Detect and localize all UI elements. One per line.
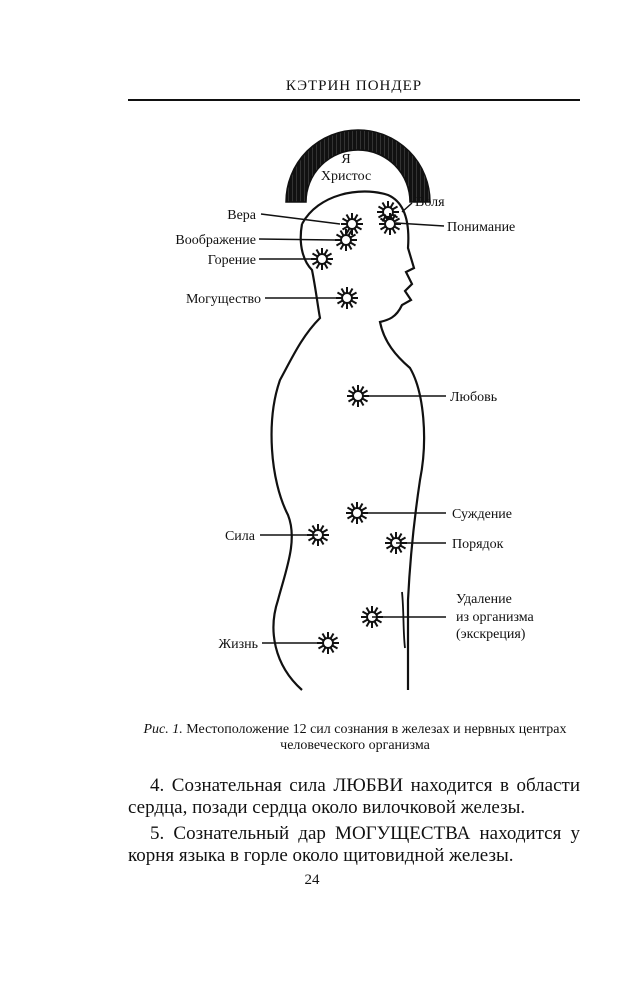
label-udalenie-line-1: Удаление <box>456 592 512 607</box>
leader-volya <box>401 202 413 213</box>
caption-text: Местоположение 12 сил сознания в железах… <box>186 722 567 753</box>
label-voobrazhenie: Воображение <box>175 233 256 248</box>
body-silhouette <box>301 190 426 690</box>
label-volya: Воля <box>415 195 445 210</box>
halo-text-line-2: Христос <box>321 169 371 184</box>
chakra-star-lyubov <box>347 385 369 407</box>
body-diagram: Я Христос Вера Воображение Горение Могущ… <box>175 129 535 691</box>
label-suzhdenie: Суждение <box>452 507 512 522</box>
running-header: КЭТРИН ПОНДЕР <box>285 78 423 94</box>
caption-label: Рис. 1. <box>143 722 183 737</box>
page-number: 24 <box>304 872 320 888</box>
chakra-star-ponimanie <box>379 213 401 235</box>
leader-ponimanie <box>395 222 445 227</box>
halo-text-line-1: Я <box>341 152 350 167</box>
header-rule <box>128 99 580 101</box>
spine-line <box>401 591 406 649</box>
paragraph: 5. Сознательный дар МОГУЩЕСТВА находится… <box>128 823 580 866</box>
body-back-outline <box>270 223 322 691</box>
figure-caption: Рис. 1. Местоположение 12 сил сознания в… <box>125 722 585 754</box>
chakra-star-vera <box>341 213 363 235</box>
chakra-star-gorenie <box>311 248 333 270</box>
label-ponimanie: Понимание <box>447 220 515 235</box>
halo <box>285 129 431 203</box>
label-zhizn: Жизнь <box>219 637 258 652</box>
leader-vera <box>260 213 341 225</box>
chakra-star-voobrazhenie <box>335 229 357 251</box>
label-udalenie-line-3: (экскреция) <box>456 627 526 642</box>
label-gorenie: Горение <box>208 253 256 268</box>
label-sila: Сила <box>225 529 256 544</box>
label-mogushchestvo: Могущество <box>186 292 261 307</box>
body-text: 4. Сознательная сила ЛЮБВИ находится в о… <box>128 775 580 871</box>
label-lyubov: Любовь <box>450 390 497 405</box>
label-udalenie-line-2: из организма <box>456 610 535 625</box>
paragraph: 4. Сознательная сила ЛЮБВИ находится в о… <box>128 775 580 818</box>
label-poryadok: Порядок <box>452 537 504 552</box>
chakra-star-mogushchestvo <box>336 287 358 309</box>
label-vera: Вера <box>227 208 257 223</box>
leader-voobrazhenie <box>258 238 336 241</box>
